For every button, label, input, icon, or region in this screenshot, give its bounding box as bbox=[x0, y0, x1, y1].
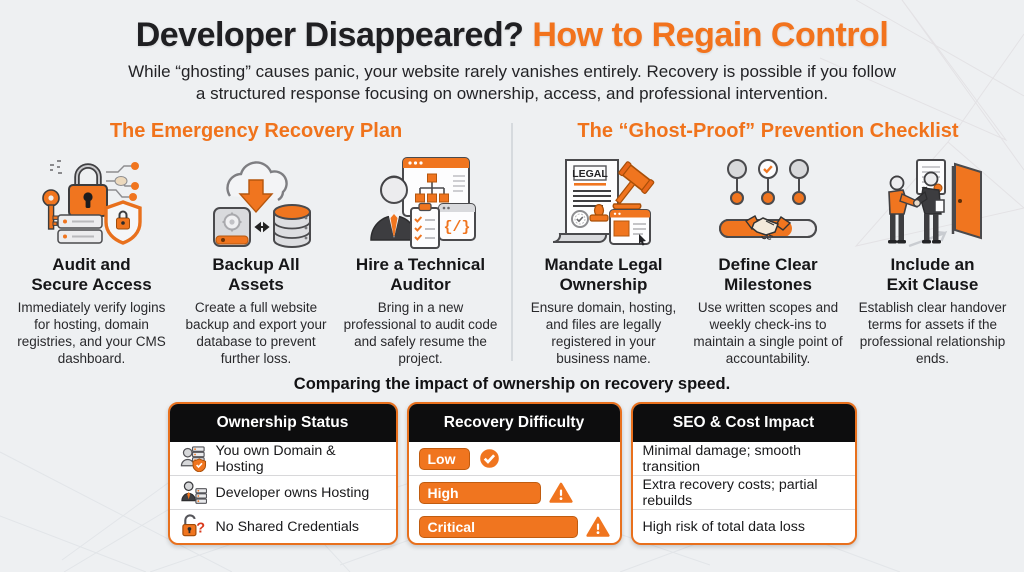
table-row: Developer owns Hosting bbox=[169, 475, 396, 509]
row-label: Extra recovery costs; partial rebuilds bbox=[642, 476, 818, 509]
cloud-backup-database-icon bbox=[177, 151, 335, 253]
row-label: Developer owns Hosting bbox=[215, 484, 370, 501]
svg-text:{/}: {/} bbox=[443, 219, 470, 236]
item-title: Define Clear Milestones bbox=[718, 255, 818, 294]
item-audit-secure-access: Audit and Secure Access Immediately veri… bbox=[13, 143, 171, 367]
section-emergency-recovery-plan: The Emergency Recovery Plan bbox=[0, 119, 512, 367]
row-label: Minimal damage; smooth transition bbox=[642, 442, 802, 475]
item-description: Create a full website backup and export … bbox=[185, 300, 327, 366]
item-include-exit-clause: Include an Exit Clause Establish clear h… bbox=[854, 143, 1012, 367]
table-row: High risk of total data loss bbox=[632, 509, 855, 543]
check-circle-icon bbox=[478, 447, 501, 470]
card-header: SEO & Cost Impact bbox=[632, 404, 855, 442]
card-header: Ownership Status bbox=[169, 404, 396, 442]
card-header: Recovery Difficulty bbox=[408, 404, 620, 442]
section-ghost-proof-checklist: The “Ghost-Proof” Prevention Checklist L… bbox=[512, 119, 1024, 367]
table-row: You own Domain & Hosting bbox=[170, 442, 396, 475]
svg-text:?: ? bbox=[196, 520, 205, 536]
page-title-dark: Developer Disappeared? bbox=[135, 16, 533, 54]
open-lock-question-icon: ? bbox=[180, 513, 207, 540]
table-row: High bbox=[408, 475, 620, 509]
user-server-shield-icon bbox=[180, 445, 207, 472]
svg-text:LEGAL: LEGAL bbox=[572, 168, 608, 180]
items-right: LEGAL bbox=[512, 143, 1024, 367]
page-subtitle: While “ghosting” causes panic, your webs… bbox=[128, 62, 896, 103]
item-title: Backup All Assets bbox=[212, 255, 300, 294]
comparison-cards: Ownership Status bbox=[0, 402, 1024, 545]
page-title: Developer Disappeared? How to Regain Con… bbox=[0, 15, 1024, 55]
row-label: High risk of total data loss bbox=[642, 518, 805, 535]
table-row: Critical bbox=[408, 509, 620, 543]
handshake-exit-door-icon bbox=[854, 151, 1012, 253]
item-define-clear-milestones: Define Clear Milestones Use written scop… bbox=[689, 143, 847, 367]
table-row: ? No Shared Credentials bbox=[169, 509, 396, 543]
item-description: Establish clear handover terms for asset… bbox=[858, 300, 1007, 366]
table-row: Low bbox=[409, 442, 620, 475]
card-recovery-difficulty: Recovery Difficulty Low High bbox=[406, 402, 622, 545]
comparison-section: Comparing the impact of ownership on rec… bbox=[0, 375, 1024, 545]
section-heading-left: The Emergency Recovery Plan bbox=[109, 120, 403, 142]
difficulty-bar-critical: Critical bbox=[418, 515, 578, 538]
card-seo-cost-impact: SEO & Cost Impact Minimal damage; smooth… bbox=[630, 402, 857, 545]
items-left: Audit and Secure Access Immediately veri… bbox=[0, 143, 512, 367]
main-sections: The Emergency Recovery Plan bbox=[0, 119, 1024, 367]
item-hire-technical-auditor: {/} bbox=[342, 143, 500, 367]
milestones-handshake-icon bbox=[689, 151, 847, 253]
difficulty-bar-low: Low bbox=[418, 447, 471, 470]
comparison-heading: Comparing the impact of ownership on rec… bbox=[293, 375, 731, 393]
auditor-checklist-code-icon: {/} bbox=[342, 151, 500, 253]
item-mandate-legal-ownership: LEGAL bbox=[525, 143, 683, 367]
item-title: Mandate Legal Ownership bbox=[544, 255, 663, 294]
warning-triangle-icon bbox=[585, 516, 610, 538]
table-row: Extra recovery costs; partial rebuilds bbox=[632, 475, 855, 509]
item-description: Immediately verify logins for hosting, d… bbox=[17, 300, 166, 366]
item-title: Hire a Technical Auditor bbox=[355, 255, 486, 294]
row-label: No Shared Credentials bbox=[215, 518, 360, 535]
item-description: Ensure domain, hosting, and files are le… bbox=[530, 300, 677, 366]
legal-document-gavel-icon: LEGAL bbox=[525, 151, 683, 253]
row-label: You own Domain & Hosting bbox=[215, 442, 336, 475]
warning-triangle-icon bbox=[549, 482, 573, 504]
section-heading-right: The “Ghost-Proof” Prevention Checklist bbox=[577, 120, 959, 142]
card-ownership-status: Ownership Status bbox=[167, 402, 398, 545]
table-row: Minimal damage; smooth transition bbox=[633, 442, 855, 475]
item-title: Include an Exit Clause bbox=[886, 255, 979, 294]
item-title: Audit and Secure Access bbox=[31, 255, 152, 294]
item-backup-all-assets: Backup All Assets Create a full website … bbox=[177, 143, 335, 367]
developer-server-icon bbox=[180, 479, 207, 506]
difficulty-bar-high: High bbox=[418, 481, 541, 504]
item-description: Use written scopes and weekly check-ins … bbox=[693, 300, 843, 366]
lock-key-shield-icon bbox=[13, 151, 171, 253]
item-description: Bring in a new professional to audit cod… bbox=[343, 300, 498, 366]
header: Developer Disappeared? How to Regain Con… bbox=[0, 0, 1024, 105]
page-title-orange: How to Regain Control bbox=[532, 16, 889, 54]
